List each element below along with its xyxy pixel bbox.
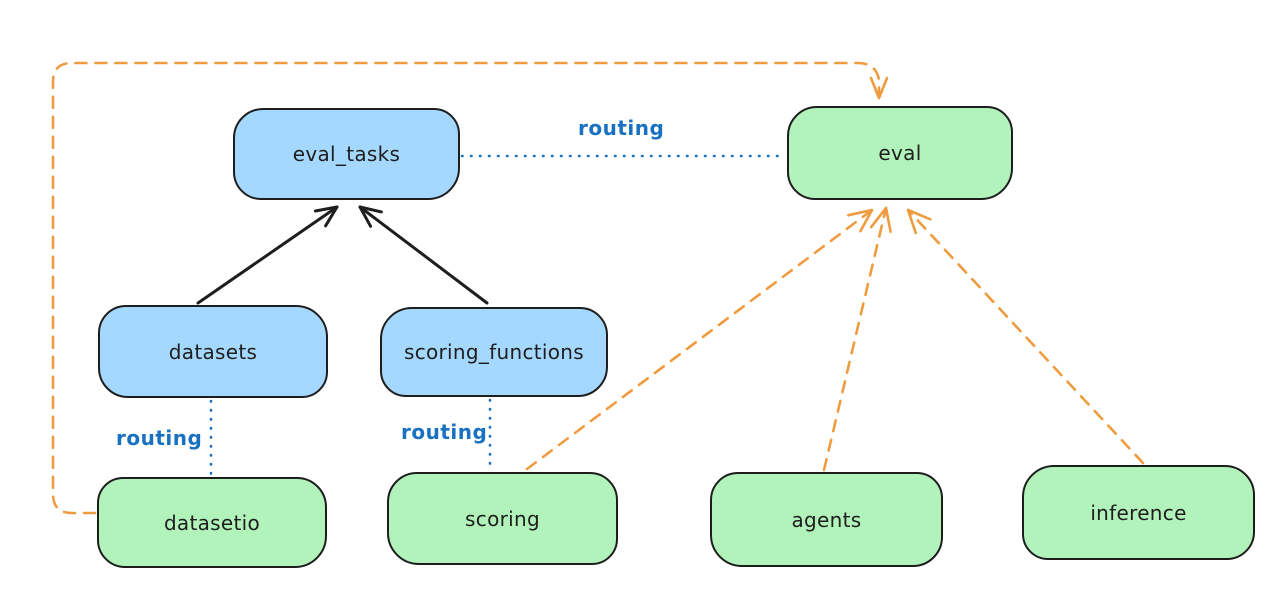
node-scoring-functions: scoring_functions [380, 307, 608, 397]
node-eval-label: eval [878, 141, 922, 165]
dashed-arrow-datasetio-to-eval [51, 61, 889, 515]
node-datasetio: datasetio [97, 477, 327, 568]
node-eval: eval [787, 106, 1013, 200]
node-agents-label: agents [791, 507, 862, 532]
node-scoring-functions-label: scoring_functions [403, 340, 585, 364]
node-scoring-label: scoring [465, 506, 540, 531]
node-agents: agents [710, 472, 943, 567]
routing-label-scoring-functions-scoring: routing [401, 420, 488, 444]
node-inference: inference [1022, 465, 1255, 560]
routing-label-datasets-datasetio: routing [116, 426, 203, 450]
node-eval-tasks-label: eval_tasks [292, 142, 401, 166]
node-datasetio-label: datasetio [163, 510, 261, 535]
node-eval-tasks: eval_tasks [233, 108, 460, 200]
node-datasets: datasets [98, 305, 328, 398]
routing-label-eval-tasks-eval: routing [578, 116, 665, 140]
arrow-datasets-to-eval-tasks [196, 205, 339, 305]
dashed-arrow-scoring-to-eval [525, 208, 874, 471]
dashed-arrow-agents-to-eval [822, 206, 892, 472]
node-inference-label: inference [1090, 500, 1187, 525]
dashed-arrow-inference-to-eval [906, 208, 1145, 465]
node-scoring: scoring [387, 472, 618, 565]
arrow-scoring-functions-to-eval-tasks [358, 205, 489, 305]
node-datasets-label: datasets [168, 339, 258, 364]
